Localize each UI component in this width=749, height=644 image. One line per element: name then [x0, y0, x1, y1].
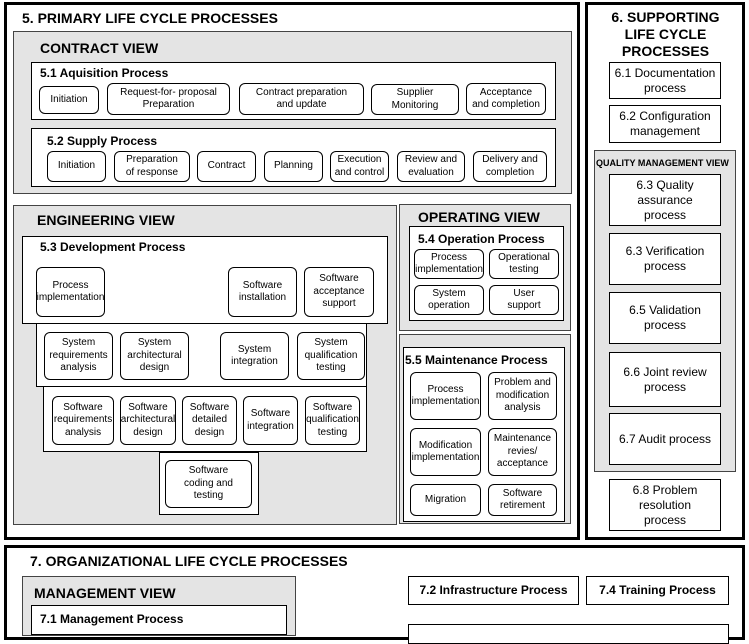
dev-software-qualification-testing: Software qualification testing [305, 396, 360, 445]
acquisition-supplier-monitoring: Supplier Monitoring [371, 84, 459, 115]
dev-software-coding-testing: Software coding and testing [165, 460, 252, 508]
validation-process: 6.5 Validation process [609, 292, 721, 344]
dev-process-implementation: Process implementation [36, 267, 105, 317]
dev-system-qualification-testing: System qualification testing [297, 332, 365, 380]
problem-resolution-process: 6.8 Problem resolution process [609, 479, 721, 531]
op-system-operation: System operation [414, 285, 484, 315]
maintenance-process-title: 5.5 Maintenance Process [405, 353, 548, 367]
dev-software-requirements-analysis: Software requirements analysis [52, 396, 114, 445]
supply-review-evaluation: Review and evaluation [397, 151, 465, 182]
op-process-implementation: Process implementation [414, 249, 484, 279]
supply-process-title: 5.2 Supply Process [47, 134, 158, 148]
acquisition-acceptance: Acceptance and completion [466, 83, 546, 115]
maint-process-implementation: Process implementation [410, 372, 481, 420]
infrastructure-process: 7.2 Infrastructure Process [408, 576, 579, 605]
management-view-title: MANAGEMENT VIEW [34, 585, 176, 601]
supply-planning: Planning [264, 151, 323, 182]
quality-assurance-process: 6.3 Quality assurance process [609, 174, 721, 226]
dev-software-integration: Software integration [243, 396, 298, 445]
engineering-view-title: ENGINEERING VIEW [37, 212, 175, 228]
supply-preparation-of-response: Preparation of response [114, 151, 190, 182]
dev-software-acceptance-support: Software acceptance support [304, 267, 374, 317]
supply-initiation: Initiation [47, 151, 106, 182]
improvement-process-box [408, 624, 729, 644]
operation-process-title: 5.4 Operation Process [418, 232, 545, 246]
dev-system-integration: System integration [220, 332, 289, 380]
acquisition-rfp-preparation: Request-for- proposal Preparation [107, 83, 230, 115]
acquisition-process-title: 5.1 Aquisition Process [40, 66, 169, 80]
dev-software-architectural-design: Software architectural design [120, 396, 176, 445]
maint-software-retirement: Software retirement [488, 484, 557, 516]
supply-execution-control: Execution and control [330, 151, 389, 182]
op-operational-testing: Operational testing [489, 249, 559, 279]
organizational-title: 7. ORGANIZATIONAL LIFE CYCLE PROCESSES [30, 553, 348, 569]
maint-review-acceptance: Maintenance revies/ acceptance [488, 428, 557, 476]
configuration-management: 6.2 Configuration management [609, 105, 721, 143]
contract-view-title: CONTRACT VIEW [40, 40, 159, 56]
maint-problem-modification-analysis: Problem and modification analysis [488, 372, 557, 420]
joint-review-process: 6.6 Joint review process [609, 352, 721, 407]
documentation-process: 6.1 Documentation process [609, 62, 721, 99]
acquisition-contract-preparation: Contract preparation and update [239, 83, 364, 115]
acquisition-initiation: Initiation [39, 86, 99, 114]
dev-software-detailed-design: Software detailed design [182, 396, 237, 445]
supply-contract: Contract [197, 151, 256, 182]
development-process-title: 5.3 Development Process [40, 240, 186, 254]
maint-migration: Migration [410, 484, 481, 516]
supply-delivery-completion: Delivery and completion [473, 151, 547, 182]
audit-process: 6.7 Audit process [609, 413, 721, 465]
op-user-support: User support [489, 285, 559, 315]
management-process-title: 7.1 Management Process [40, 612, 184, 626]
verification-process: 6.3 Verification process [609, 233, 721, 285]
primary-title: 5. PRIMARY LIFE CYCLE PROCESSES [22, 10, 278, 26]
dev-software-installation: Software installation [228, 267, 297, 317]
supporting-title: 6. SUPPORTING LIFE CYCLE PROCESSES [611, 9, 720, 59]
maint-modification-implementation: Modification implementation [410, 428, 481, 476]
operating-view-title: OPERATING VIEW [418, 209, 540, 225]
dev-system-requirements-analysis: System requirements analysis [44, 332, 113, 380]
dev-system-architectural-design: System architectural design [120, 332, 189, 380]
training-process: 7.4 Training Process [586, 576, 729, 605]
quality-management-view-title: QUALITY MANAGEMENT VIEW [596, 158, 729, 168]
